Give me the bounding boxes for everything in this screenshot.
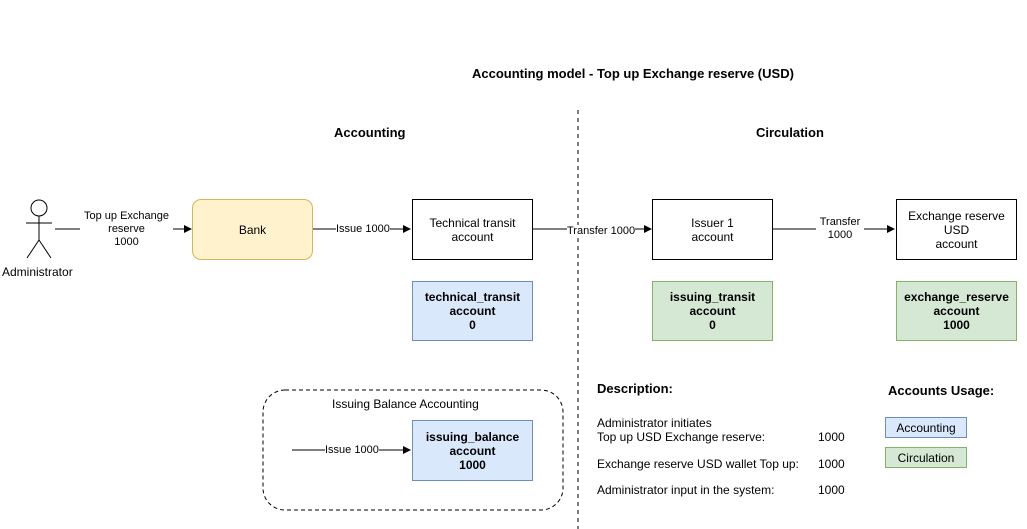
technical-transit-node[interactable]: Technical transit account <box>412 199 533 260</box>
technical-transit-balance-node[interactable]: technical_transit account 0 <box>412 281 533 341</box>
legend-item-label: Accounting <box>896 420 956 435</box>
section-title-accounting: Accounting <box>334 125 406 140</box>
description-row-label: Exchange reserve USD wallet Top up: <box>597 457 799 471</box>
bank-node[interactable]: Bank <box>192 199 313 260</box>
edge-label-bank-to-transit: Issue 1000 <box>336 223 390 236</box>
technical-transit-label: Technical transit account <box>429 215 516 244</box>
issuing-balance-label: issuing_balance account 1000 <box>425 429 520 472</box>
description-heading: Description: <box>597 381 673 396</box>
exchange-reserve-node[interactable]: Exchange reserve USD account <box>896 199 1017 260</box>
description-row-value: 1000 <box>818 430 845 444</box>
issuing-balance-group <box>262 389 564 511</box>
edge-label-issuer-to-reserve: Transfer 1000 <box>816 216 864 242</box>
bank-node-label: Bank <box>238 222 267 237</box>
description-row-label: Administrator initiates Top up USD Excha… <box>597 416 766 444</box>
issuing-transit-balance-node[interactable]: issuing_transit account 0 <box>652 281 773 341</box>
technical-transit-balance-label: technical_transit account 0 <box>424 290 521 332</box>
issuing-transit-balance-label: issuing_transit account 0 <box>669 290 756 332</box>
issuing-balance-node[interactable]: issuing_balance account 1000 <box>412 420 533 481</box>
edge-label-admin-to-bank: Top up Exchange reserve 1000 <box>80 210 173 249</box>
legend-item-label: Circulation <box>897 450 955 465</box>
description-row-label: Administrator input in the system: <box>597 483 775 497</box>
description-row-value: 1000 <box>818 457 845 471</box>
exchange-reserve-balance-node[interactable]: exchange_reserve account 1000 <box>896 281 1017 341</box>
actor-figure <box>26 199 52 259</box>
legend-heading: Accounts Usage: <box>888 383 995 398</box>
legend-item-accounting: Accounting <box>885 417 967 438</box>
edge-label-issue-in: Issue 1000 <box>325 444 379 457</box>
description-row-value: 1000 <box>818 483 845 497</box>
issuer-node[interactable]: Issuer 1 account <box>652 199 773 260</box>
exchange-reserve-label: Exchange reserve USD account <box>908 208 1005 251</box>
exchange-reserve-balance-label: exchange_reserve account 1000 <box>904 290 1009 332</box>
legend-item-circulation: Circulation <box>885 447 967 468</box>
diagram-title: Accounting model - Top up Exchange reser… <box>472 66 794 81</box>
actor-label: Administrator <box>2 265 73 279</box>
section-title-circulation: Circulation <box>756 125 824 140</box>
edge-label-transit-to-issuer: Transfer 1000 <box>567 225 636 238</box>
group-title: Issuing Balance Accounting <box>332 397 479 411</box>
issuer-label: Issuer 1 account <box>691 215 734 244</box>
